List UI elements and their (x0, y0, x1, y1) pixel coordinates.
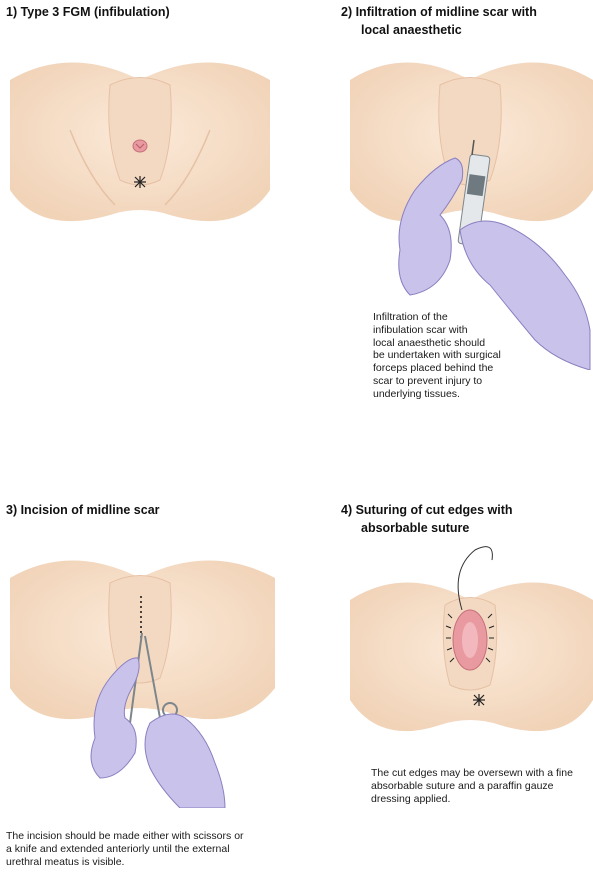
step-1-title: 1) Type 3 FGM (infibulation) (6, 4, 170, 21)
step-4-caption-line: absorbable suture and a paraffin gauze (371, 780, 593, 793)
step-4-title-line1: 4) Suturing of cut edges with (341, 502, 513, 519)
step-2-caption-line: infibulation scar with (373, 324, 593, 337)
step-4-illustration (340, 540, 593, 750)
step-4-caption: The cut edges may be oversewn with a fin… (371, 767, 593, 805)
step-2-caption-line: be undertaken with surgical (373, 349, 593, 362)
step-3-caption-line: a knife and extended anteriorly until th… (6, 843, 306, 856)
anus-mark (134, 176, 146, 188)
right-glove (145, 714, 225, 808)
scar-opening (133, 140, 147, 152)
step-2-title-line2: local anaesthetic (361, 22, 462, 39)
step-1-illustration (0, 40, 280, 240)
step-2-caption: Infiltration of the infibulation scar wi… (373, 311, 593, 401)
step-4-caption-line: The cut edges may be oversewn with a fin… (371, 767, 593, 780)
step-2-title-line1: 2) Infiltration of midline scar with (341, 4, 537, 21)
step-4-title-line2: absorbable suture (361, 520, 469, 537)
step-2-caption-line: local anaesthetic should (373, 337, 593, 350)
step-2-caption-line: Infiltration of the (373, 311, 593, 324)
step-2-caption-line: underlying tissues. (373, 388, 593, 401)
step-2-caption-line: forceps placed behind the (373, 362, 593, 375)
step-3-caption-line: The incision should be made either with … (6, 830, 306, 843)
step-4-caption-line: dressing applied. (371, 793, 593, 806)
step-3-caption-line: urethral meatus is visible. (6, 856, 306, 869)
step-3-illustration (0, 538, 285, 808)
anus-mark (473, 694, 485, 706)
step-2-caption-line: scar to prevent injury to (373, 375, 593, 388)
step-3-title: 3) Incision of midline scar (6, 502, 160, 519)
step-3-caption: The incision should be made either with … (6, 830, 306, 868)
